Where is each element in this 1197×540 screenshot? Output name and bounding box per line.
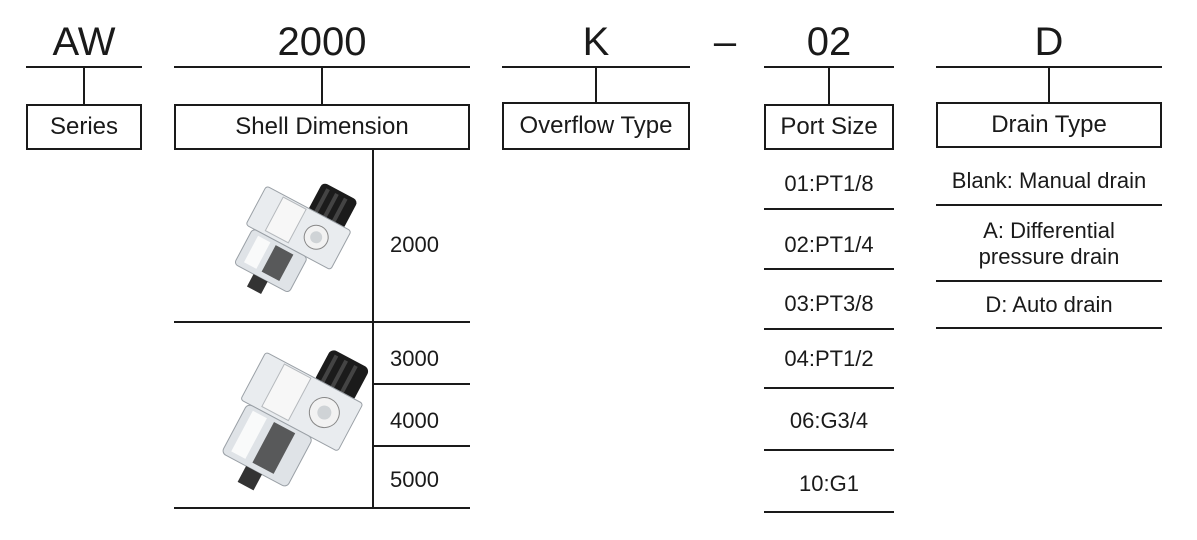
code-dash: –	[713, 20, 737, 64]
port-option: 10:G1	[799, 471, 859, 496]
port-option: 04:PT1/2	[784, 346, 874, 371]
port-line	[764, 387, 894, 389]
connector-shell	[321, 66, 323, 104]
header-overflow: Overflow Type	[502, 102, 690, 150]
header-drain: Drain Type	[936, 102, 1162, 148]
shell-option: 3000	[390, 346, 439, 371]
port-line	[764, 328, 894, 330]
drain-line	[936, 327, 1162, 329]
port-line	[764, 449, 894, 451]
port-line	[764, 511, 894, 513]
header-shell: Shell Dimension	[174, 104, 470, 150]
connector-port	[828, 66, 830, 104]
shell-option: 5000	[390, 467, 439, 492]
shell-row-line-2	[372, 383, 470, 385]
shell-row-line-3	[372, 445, 470, 447]
port-option: 03:PT3/8	[784, 291, 874, 316]
shell-option: 4000	[390, 408, 439, 433]
header-port: Port Size	[764, 104, 894, 150]
drain-line	[936, 204, 1162, 206]
code-port: 02	[806, 20, 852, 64]
drain-line	[936, 280, 1162, 282]
connector-series	[83, 66, 85, 104]
connector-overflow	[595, 66, 597, 104]
code-drain: D	[1034, 20, 1064, 64]
port-line	[764, 208, 894, 210]
connector-drain	[1048, 66, 1050, 104]
shell-row-line-1	[174, 321, 470, 323]
drain-option-differential: A: Differential pressure drain	[978, 218, 1120, 269]
header-series: Series	[26, 104, 142, 150]
drain-option-manual: Blank: Manual drain	[951, 168, 1147, 193]
code-overflow: K	[582, 20, 610, 64]
port-option: 06:G3/4	[789, 408, 869, 433]
filter-regulator-large-image	[222, 350, 369, 491]
code-shell: 2000	[277, 20, 367, 64]
code-series: AW	[52, 20, 116, 64]
shell-row-line-4	[174, 507, 470, 509]
port-line	[764, 268, 894, 270]
shell-option: 2000	[390, 232, 439, 257]
filter-regulator-small-image	[235, 183, 357, 295]
shell-divider	[372, 150, 374, 508]
port-option: 02:PT1/4	[784, 232, 874, 257]
drain-option-auto: D: Auto drain	[985, 292, 1113, 317]
port-option: 01:PT1/8	[784, 171, 874, 196]
